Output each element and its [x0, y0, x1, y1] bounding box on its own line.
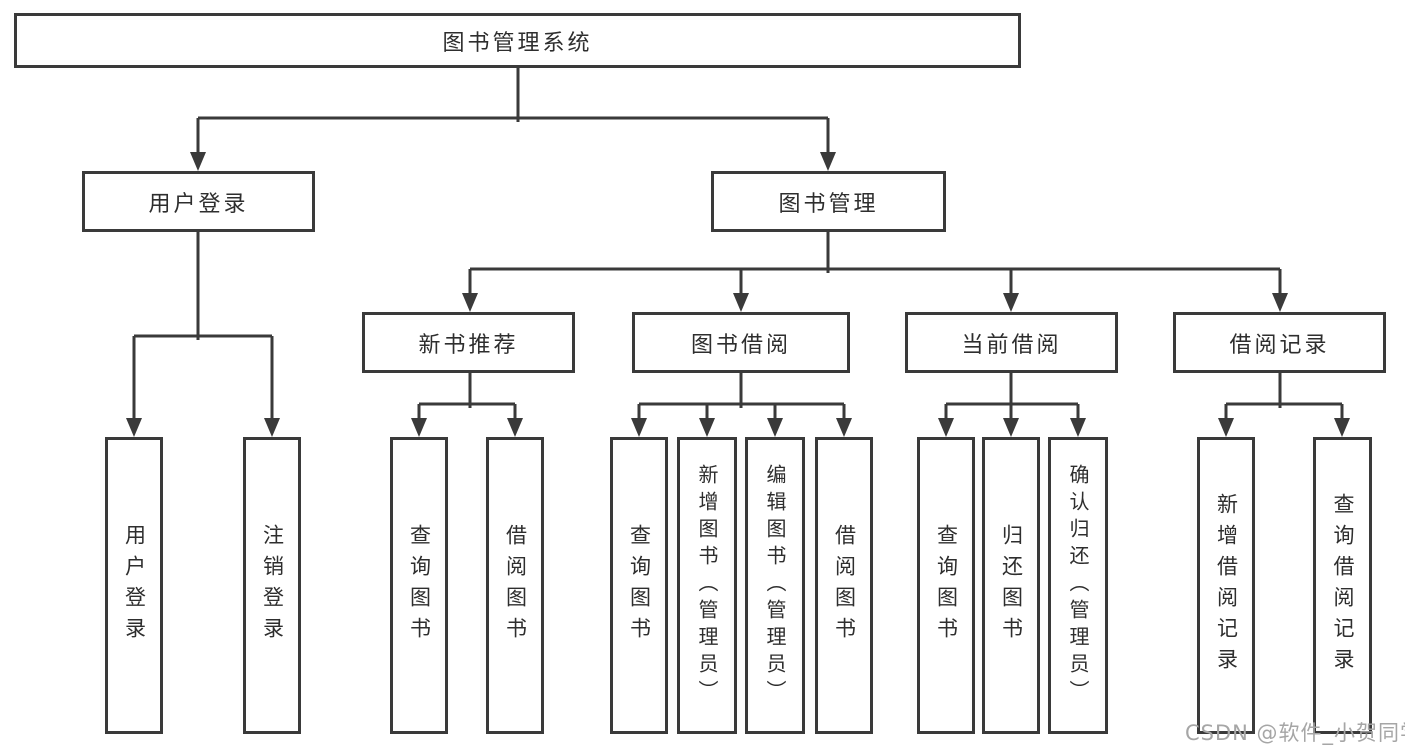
- arrow-down-icon: [507, 418, 523, 437]
- arrow-down-icon: [836, 418, 852, 437]
- arrow-down-icon: [1334, 418, 1350, 437]
- node-book-management: 图书管理: [711, 171, 946, 232]
- node-user-login: 用户登录: [82, 171, 315, 232]
- arrow-down-icon: [938, 418, 954, 437]
- arrow-down-icon: [126, 418, 142, 437]
- leaf-query-books-borrowing: 查询图书: [610, 437, 668, 734]
- arrow-down-icon: [631, 418, 647, 437]
- arrow-down-icon: [699, 418, 715, 437]
- leaf-user-login: 用户登录: [105, 437, 163, 734]
- node-new-book-recommend: 新书推荐: [362, 312, 575, 373]
- arrow-down-icon: [1070, 418, 1086, 437]
- leaf-query-books-current: 查询图书: [917, 437, 975, 734]
- arrow-down-icon: [767, 418, 783, 437]
- node-current-borrowing: 当前借阅: [905, 312, 1118, 373]
- arrow-down-icon: [264, 418, 280, 437]
- arrow-down-icon: [190, 152, 206, 171]
- leaf-logout: 注销登录: [243, 437, 301, 734]
- leaf-borrow-books-recommend: 借阅图书: [486, 437, 544, 734]
- leaf-add-books-admin: 新增图书（管理员）: [677, 437, 737, 734]
- leaf-confirm-return-admin: 确认归还（管理员）: [1048, 437, 1108, 734]
- leaf-add-borrow-record: 新增借阅记录: [1197, 437, 1255, 734]
- leaf-query-books-recommend: 查询图书: [390, 437, 448, 734]
- node-library-system: 图书管理系统: [14, 13, 1021, 68]
- leaf-query-borrow-record: 查询借阅记录: [1313, 437, 1372, 734]
- arrow-down-icon: [1218, 418, 1234, 437]
- arrow-down-icon: [733, 293, 749, 312]
- leaf-return-books: 归还图书: [982, 437, 1040, 734]
- arrow-down-icon: [411, 418, 427, 437]
- arrow-down-icon: [1003, 418, 1019, 437]
- node-book-borrowing: 图书借阅: [632, 312, 850, 373]
- arrow-down-icon: [1003, 293, 1019, 312]
- csdn-watermark: CSDN @软件_小贺同学: [1185, 721, 1405, 745]
- arrow-down-icon: [462, 293, 478, 312]
- arrow-down-icon: [1272, 293, 1288, 312]
- leaf-borrow-books-borrowing: 借阅图书: [815, 437, 873, 734]
- arrow-down-icon: [820, 152, 836, 171]
- node-borrowing-records: 借阅记录: [1173, 312, 1386, 373]
- leaf-edit-books-admin: 编辑图书（管理员）: [745, 437, 805, 734]
